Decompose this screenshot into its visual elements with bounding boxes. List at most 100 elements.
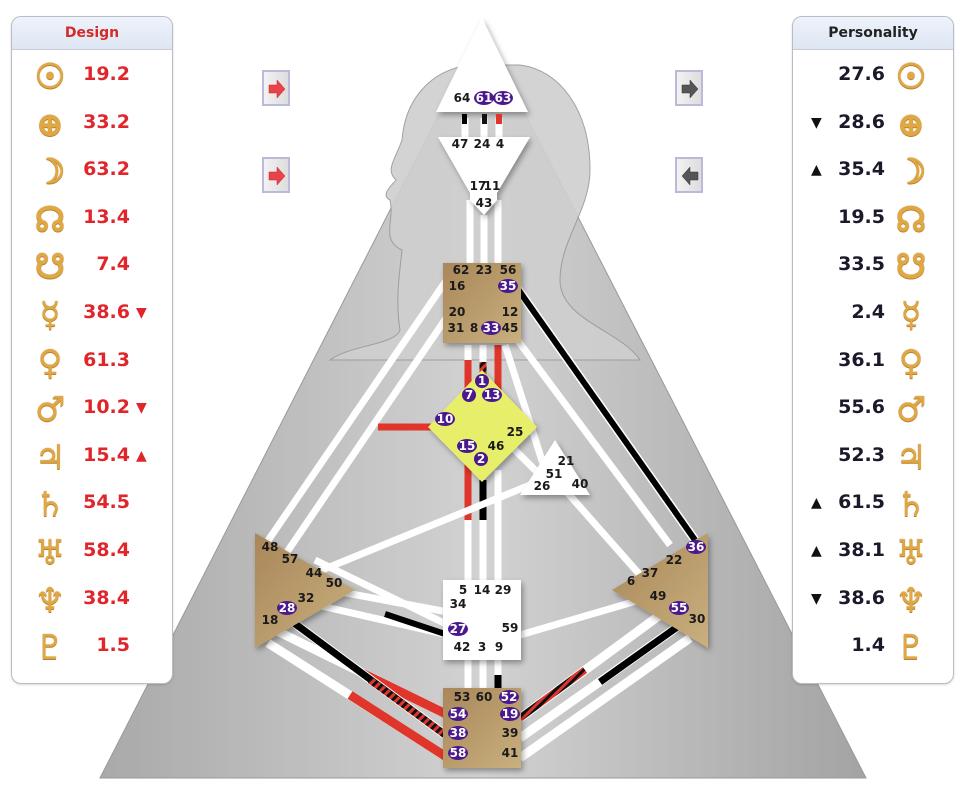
moon-icon: ☽ bbox=[895, 152, 927, 193]
gate-51[interactable]: 51 bbox=[546, 467, 563, 481]
mercury-icon: ☿ bbox=[900, 295, 922, 335]
gate-42[interactable]: 42 bbox=[454, 640, 471, 654]
gate-16[interactable]: 16 bbox=[449, 279, 466, 293]
pluto-icon: ♇ bbox=[34, 628, 66, 669]
gate-64[interactable]: 64 bbox=[454, 91, 471, 105]
gate-27[interactable]: 27 bbox=[450, 622, 467, 636]
gate-38-activation-marker bbox=[448, 726, 468, 740]
north-node-icon: ☊ bbox=[34, 199, 66, 240]
gate-3[interactable]: 3 bbox=[478, 640, 486, 654]
gate-37[interactable]: 37 bbox=[642, 566, 659, 580]
gate-11[interactable]: 11 bbox=[484, 179, 501, 193]
gate-55[interactable]: 55 bbox=[671, 601, 688, 615]
personality-earth-value: 28.6 bbox=[838, 110, 885, 133]
gate-12[interactable]: 12 bbox=[502, 305, 519, 319]
arrow-up-icon: ▲ bbox=[811, 495, 822, 512]
gate-20[interactable]: 20 bbox=[449, 305, 466, 319]
gate-9[interactable]: 9 bbox=[495, 640, 503, 654]
gate-24[interactable]: 24 bbox=[474, 137, 491, 151]
gate-60[interactable]: 60 bbox=[476, 690, 493, 704]
gate-53[interactable]: 53 bbox=[454, 690, 471, 704]
gate-47[interactable]: 47 bbox=[452, 137, 469, 151]
venus-icon: ♀ bbox=[37, 342, 63, 383]
gate-29[interactable]: 29 bbox=[495, 583, 512, 597]
gate-4[interactable]: 4 bbox=[496, 137, 504, 151]
design-saturn-value: 54.5 bbox=[83, 491, 130, 514]
gate-50[interactable]: 50 bbox=[326, 576, 343, 590]
arrow-right-icon bbox=[681, 79, 699, 99]
design-row-mars: ♂10.2▼ bbox=[12, 386, 172, 433]
center-spleen bbox=[255, 533, 355, 648]
arrow-down-icon: ▼ bbox=[136, 305, 147, 321]
gate-58[interactable]: 58 bbox=[450, 746, 467, 760]
gate-15[interactable]: 15 bbox=[459, 439, 476, 453]
gate-10[interactable]: 10 bbox=[437, 412, 454, 426]
gate-35[interactable]: 35 bbox=[500, 279, 517, 293]
mars-icon: ♂ bbox=[895, 390, 927, 431]
gate-59[interactable]: 59 bbox=[502, 621, 519, 635]
gate-13[interactable]: 13 bbox=[484, 388, 501, 402]
gate-48[interactable]: 48 bbox=[262, 540, 279, 554]
uranus-icon: ♅ bbox=[34, 533, 66, 573]
channel-19-49 bbox=[517, 667, 588, 721]
gate-34[interactable]: 34 bbox=[450, 597, 467, 611]
gate-57[interactable]: 57 bbox=[282, 552, 299, 566]
gate-1[interactable]: 1 bbox=[478, 374, 486, 388]
gate-54[interactable]: 54 bbox=[450, 707, 467, 721]
pluto-icon: ♇ bbox=[895, 628, 927, 669]
design-row-earth: ⊕33.2 bbox=[12, 101, 172, 148]
gate-40[interactable]: 40 bbox=[572, 477, 589, 491]
gate-8[interactable]: 8 bbox=[470, 321, 478, 335]
gate-52[interactable]: 52 bbox=[501, 690, 518, 704]
gate-56[interactable]: 56 bbox=[500, 263, 517, 277]
gate-17[interactable]: 17 bbox=[470, 179, 487, 193]
gate-58-activation-marker bbox=[448, 746, 468, 760]
personality-arrow-bottom-button[interactable] bbox=[675, 157, 703, 193]
gate-28[interactable]: 28 bbox=[279, 601, 296, 615]
personality-panel: Personality ☉27.6⊕28.6▼☽35.4▲☊19.5☋33.5☿… bbox=[792, 16, 954, 684]
gate-5[interactable]: 5 bbox=[459, 583, 467, 597]
gate-41[interactable]: 41 bbox=[502, 746, 519, 760]
gate-25[interactable]: 25 bbox=[507, 425, 524, 439]
gate-32[interactable]: 32 bbox=[298, 591, 315, 605]
gate-7[interactable]: 7 bbox=[465, 388, 473, 402]
gate-46[interactable]: 46 bbox=[488, 439, 505, 453]
gate-18[interactable]: 18 bbox=[262, 613, 279, 627]
center-g bbox=[428, 370, 537, 482]
gate-7-activation-marker bbox=[462, 388, 476, 402]
personality-arrow-top-button[interactable] bbox=[675, 70, 703, 106]
gate-19[interactable]: 19 bbox=[502, 707, 519, 721]
design-arrow-top-button[interactable] bbox=[262, 70, 290, 106]
gate-23[interactable]: 23 bbox=[476, 263, 493, 277]
gate-6[interactable]: 6 bbox=[627, 574, 635, 588]
personality-venus-value: 36.1 bbox=[838, 348, 885, 371]
gate-36[interactable]: 36 bbox=[688, 540, 705, 554]
gate-30[interactable]: 30 bbox=[689, 612, 706, 626]
gate-26[interactable]: 26 bbox=[534, 479, 551, 493]
gate-33[interactable]: 33 bbox=[483, 321, 500, 335]
gate-62[interactable]: 62 bbox=[453, 263, 470, 277]
gate-14[interactable]: 14 bbox=[474, 583, 491, 597]
personality-saturn-value: 61.5 bbox=[838, 491, 885, 514]
design-arrow-bottom-button[interactable] bbox=[262, 157, 290, 193]
gate-2[interactable]: 2 bbox=[477, 452, 485, 466]
design-north-node-value: 13.4 bbox=[83, 205, 130, 228]
gate-61[interactable]: 61 bbox=[476, 91, 493, 105]
gate-39[interactable]: 39 bbox=[502, 726, 519, 740]
gate-63-activation-marker bbox=[493, 91, 513, 105]
gate-44[interactable]: 44 bbox=[306, 566, 323, 580]
personality-mars-value: 55.6 bbox=[838, 396, 885, 419]
personality-row-earth: ⊕28.6▼ bbox=[793, 101, 953, 148]
gate-21[interactable]: 21 bbox=[558, 454, 575, 468]
personality-south-node-value: 33.5 bbox=[838, 253, 885, 276]
design-row-saturn: ♄54.5 bbox=[12, 481, 172, 528]
gate-52-activation-marker bbox=[499, 690, 519, 704]
gate-45[interactable]: 45 bbox=[502, 321, 519, 335]
gate-22[interactable]: 22 bbox=[666, 553, 683, 567]
gate-31[interactable]: 31 bbox=[448, 321, 465, 335]
gate-38[interactable]: 38 bbox=[450, 726, 467, 740]
gate-10-activation-marker bbox=[435, 412, 455, 426]
gate-43[interactable]: 43 bbox=[476, 196, 493, 210]
gate-63[interactable]: 63 bbox=[495, 91, 512, 105]
gate-49[interactable]: 49 bbox=[650, 589, 667, 603]
